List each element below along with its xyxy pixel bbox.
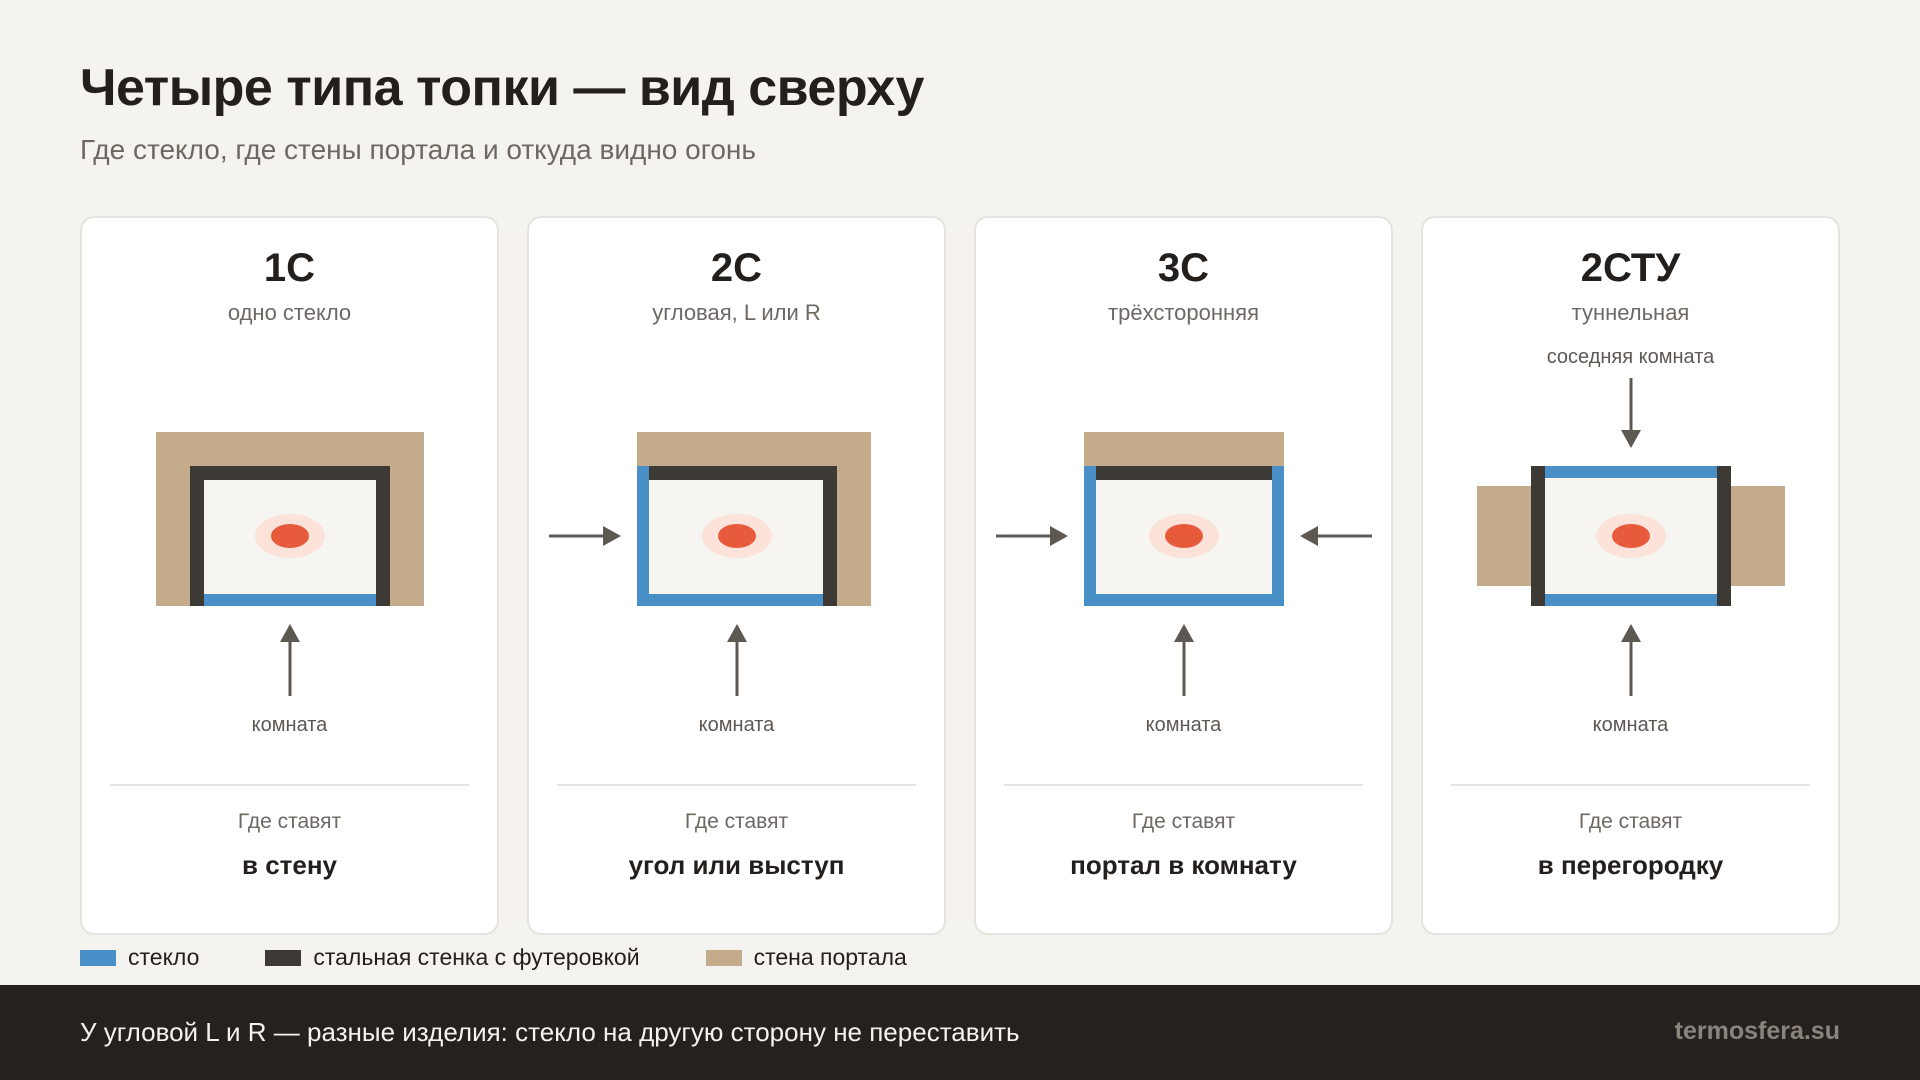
glass-back	[1545, 466, 1717, 478]
divider	[110, 784, 469, 786]
arrow-head	[1174, 624, 1194, 642]
where-value: в стену	[241, 850, 338, 880]
glass-right	[1272, 466, 1284, 606]
fire-icon	[1165, 524, 1203, 548]
page-subtitle: Где стекло, где стены портала и откуда в…	[80, 134, 756, 165]
card-type: одно стекло	[227, 300, 352, 325]
room-label: комната	[251, 714, 328, 736]
steel-wall-right	[376, 466, 390, 606]
card-type: угловая, L или R	[652, 300, 821, 325]
where-label: Где ставят	[1578, 810, 1683, 833]
glass-front	[637, 594, 823, 606]
brand-link[interactable]: termosfera.su	[1674, 1017, 1840, 1045]
legend-item-glass: стекло	[80, 944, 199, 971]
portal-swatch-icon	[705, 949, 742, 966]
divider	[557, 784, 916, 786]
legend-label: стальная стенка с футеровкой	[313, 944, 640, 970]
fire-icon	[271, 524, 309, 548]
footer-bar: У угловой L и R — разные изделия: стекло…	[0, 985, 1920, 1080]
legend-item-portal: стена портала	[705, 944, 907, 971]
arrow-head	[1050, 526, 1068, 546]
card-2c: 2С угловая, L или R комната Где ставят у…	[527, 216, 946, 935]
room-label: комната	[698, 714, 775, 736]
steel-wall-back	[637, 466, 837, 480]
room-label: комната	[1592, 714, 1669, 736]
arrow-head	[1621, 624, 1641, 642]
where-value: угол или выступ	[628, 850, 845, 880]
footer-note: У угловой L и R — разные изделия: стекло…	[80, 1017, 1020, 1047]
divider	[1451, 784, 1810, 786]
glass-left	[637, 466, 649, 606]
neighbor-room-label: соседняя комната	[1546, 346, 1715, 368]
cards-row: 1С одно стекло комната Где ставят в стен…	[80, 216, 1840, 935]
where-label: Где ставят	[684, 810, 789, 833]
steel-wall-left	[190, 466, 204, 606]
where-value: портал в комнату	[1070, 850, 1297, 880]
glass-front	[1084, 594, 1284, 606]
legend-label: стена портала	[753, 944, 907, 970]
legend: стекло стальная стенка с футеровкой стен…	[80, 944, 973, 971]
fire-icon	[1612, 524, 1650, 548]
arrow-head	[1300, 526, 1318, 546]
glass-swatch-icon	[80, 949, 116, 966]
fire-icon	[718, 524, 756, 548]
firebox-diagram-1c	[156, 432, 424, 696]
room-label: комната	[1145, 714, 1222, 736]
arrow-head	[280, 624, 300, 642]
portal-wall	[1084, 432, 1284, 468]
glass-front	[1545, 594, 1717, 606]
steel-wall-back	[190, 466, 390, 480]
glass-front	[204, 594, 376, 606]
card-type: туннельная	[1571, 300, 1690, 325]
arrow-head	[727, 624, 747, 642]
where-label: Где ставят	[237, 810, 342, 833]
page-title: Четыре типа топки — вид сверху	[80, 59, 924, 117]
steel-wall-left	[1531, 466, 1545, 606]
firebox-diagram-2c	[549, 432, 871, 696]
steel-wall-back	[1084, 466, 1284, 480]
arrow-head	[1621, 430, 1641, 448]
card-2ctu: 2СТУ туннельная соседняя комната комната…	[1421, 216, 1840, 935]
card-3c: 3С трёхсторонняя комната Где ставят порт…	[974, 216, 1393, 935]
divider	[1004, 784, 1363, 786]
portal-wall-right	[1729, 486, 1785, 586]
portal-wall-left	[1477, 486, 1533, 586]
card-code: 2СТУ	[1580, 246, 1681, 290]
where-label: Где ставят	[1131, 810, 1236, 833]
where-value: в перегородку	[1537, 850, 1724, 880]
card-type: трёхсторонняя	[1108, 300, 1259, 325]
steel-wall-right	[823, 466, 837, 606]
card-code: 2С	[710, 246, 763, 290]
card-code: 1С	[263, 246, 316, 290]
card-1c: 1С одно стекло комната Где ставят в стен…	[80, 216, 499, 935]
steel-swatch-icon	[265, 949, 302, 966]
steel-wall-right	[1717, 466, 1731, 606]
firebox-diagram-3c	[996, 432, 1372, 696]
glass-left	[1084, 466, 1096, 606]
arrow-head	[603, 526, 621, 546]
firebox-diagram-2ctu	[1477, 378, 1785, 696]
card-code: 3С	[1157, 246, 1210, 290]
legend-item-steel: стальная стенка с футеровкой	[265, 944, 640, 971]
legend-label: стекло	[128, 944, 200, 970]
